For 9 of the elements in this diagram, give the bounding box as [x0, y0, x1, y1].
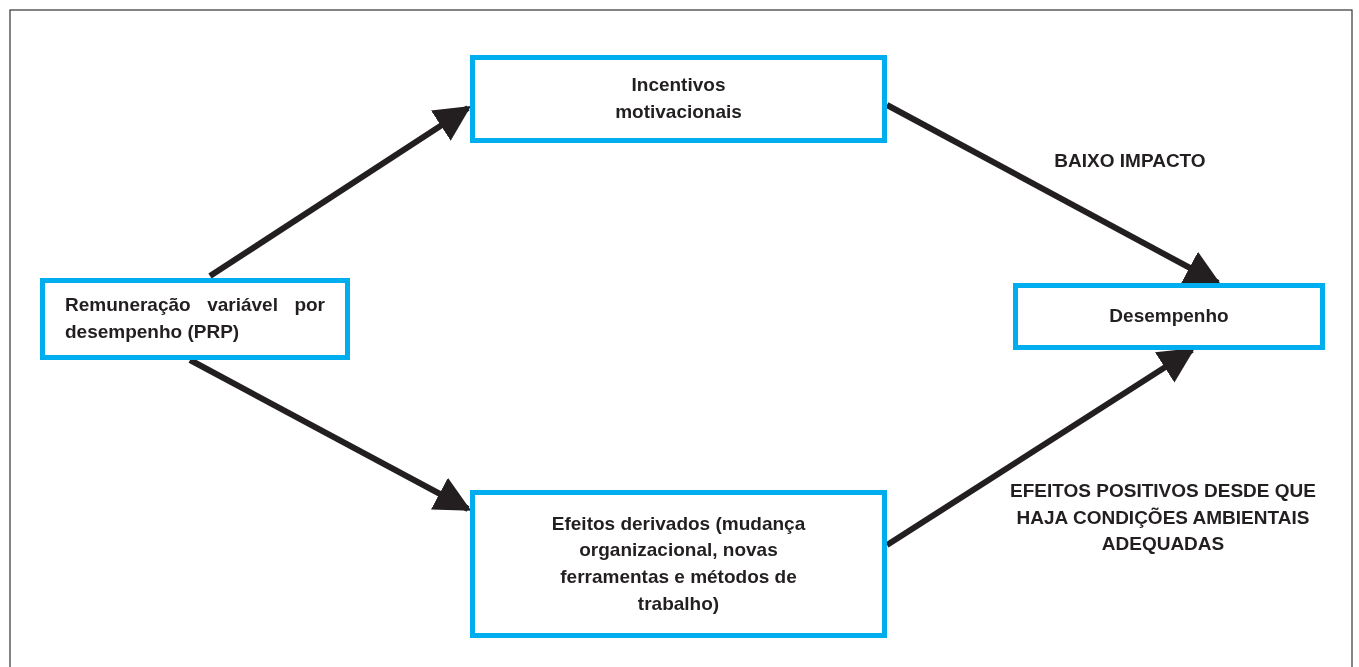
process-box [1013, 283, 1325, 350]
process-box [470, 55, 887, 143]
arrow [208, 105, 471, 279]
node-text: Efeitos derivados (mudança organizacional, novas ferramentas e métodos de trabalho) [550, 511, 807, 616]
process-box [40, 278, 350, 360]
process-box [470, 490, 887, 638]
node-text: Remuneração variável por desempenho (PRP) [65, 293, 325, 344]
node-text: Desempenho [1109, 304, 1229, 329]
node-text: Incentivos motivacionais [614, 73, 743, 124]
